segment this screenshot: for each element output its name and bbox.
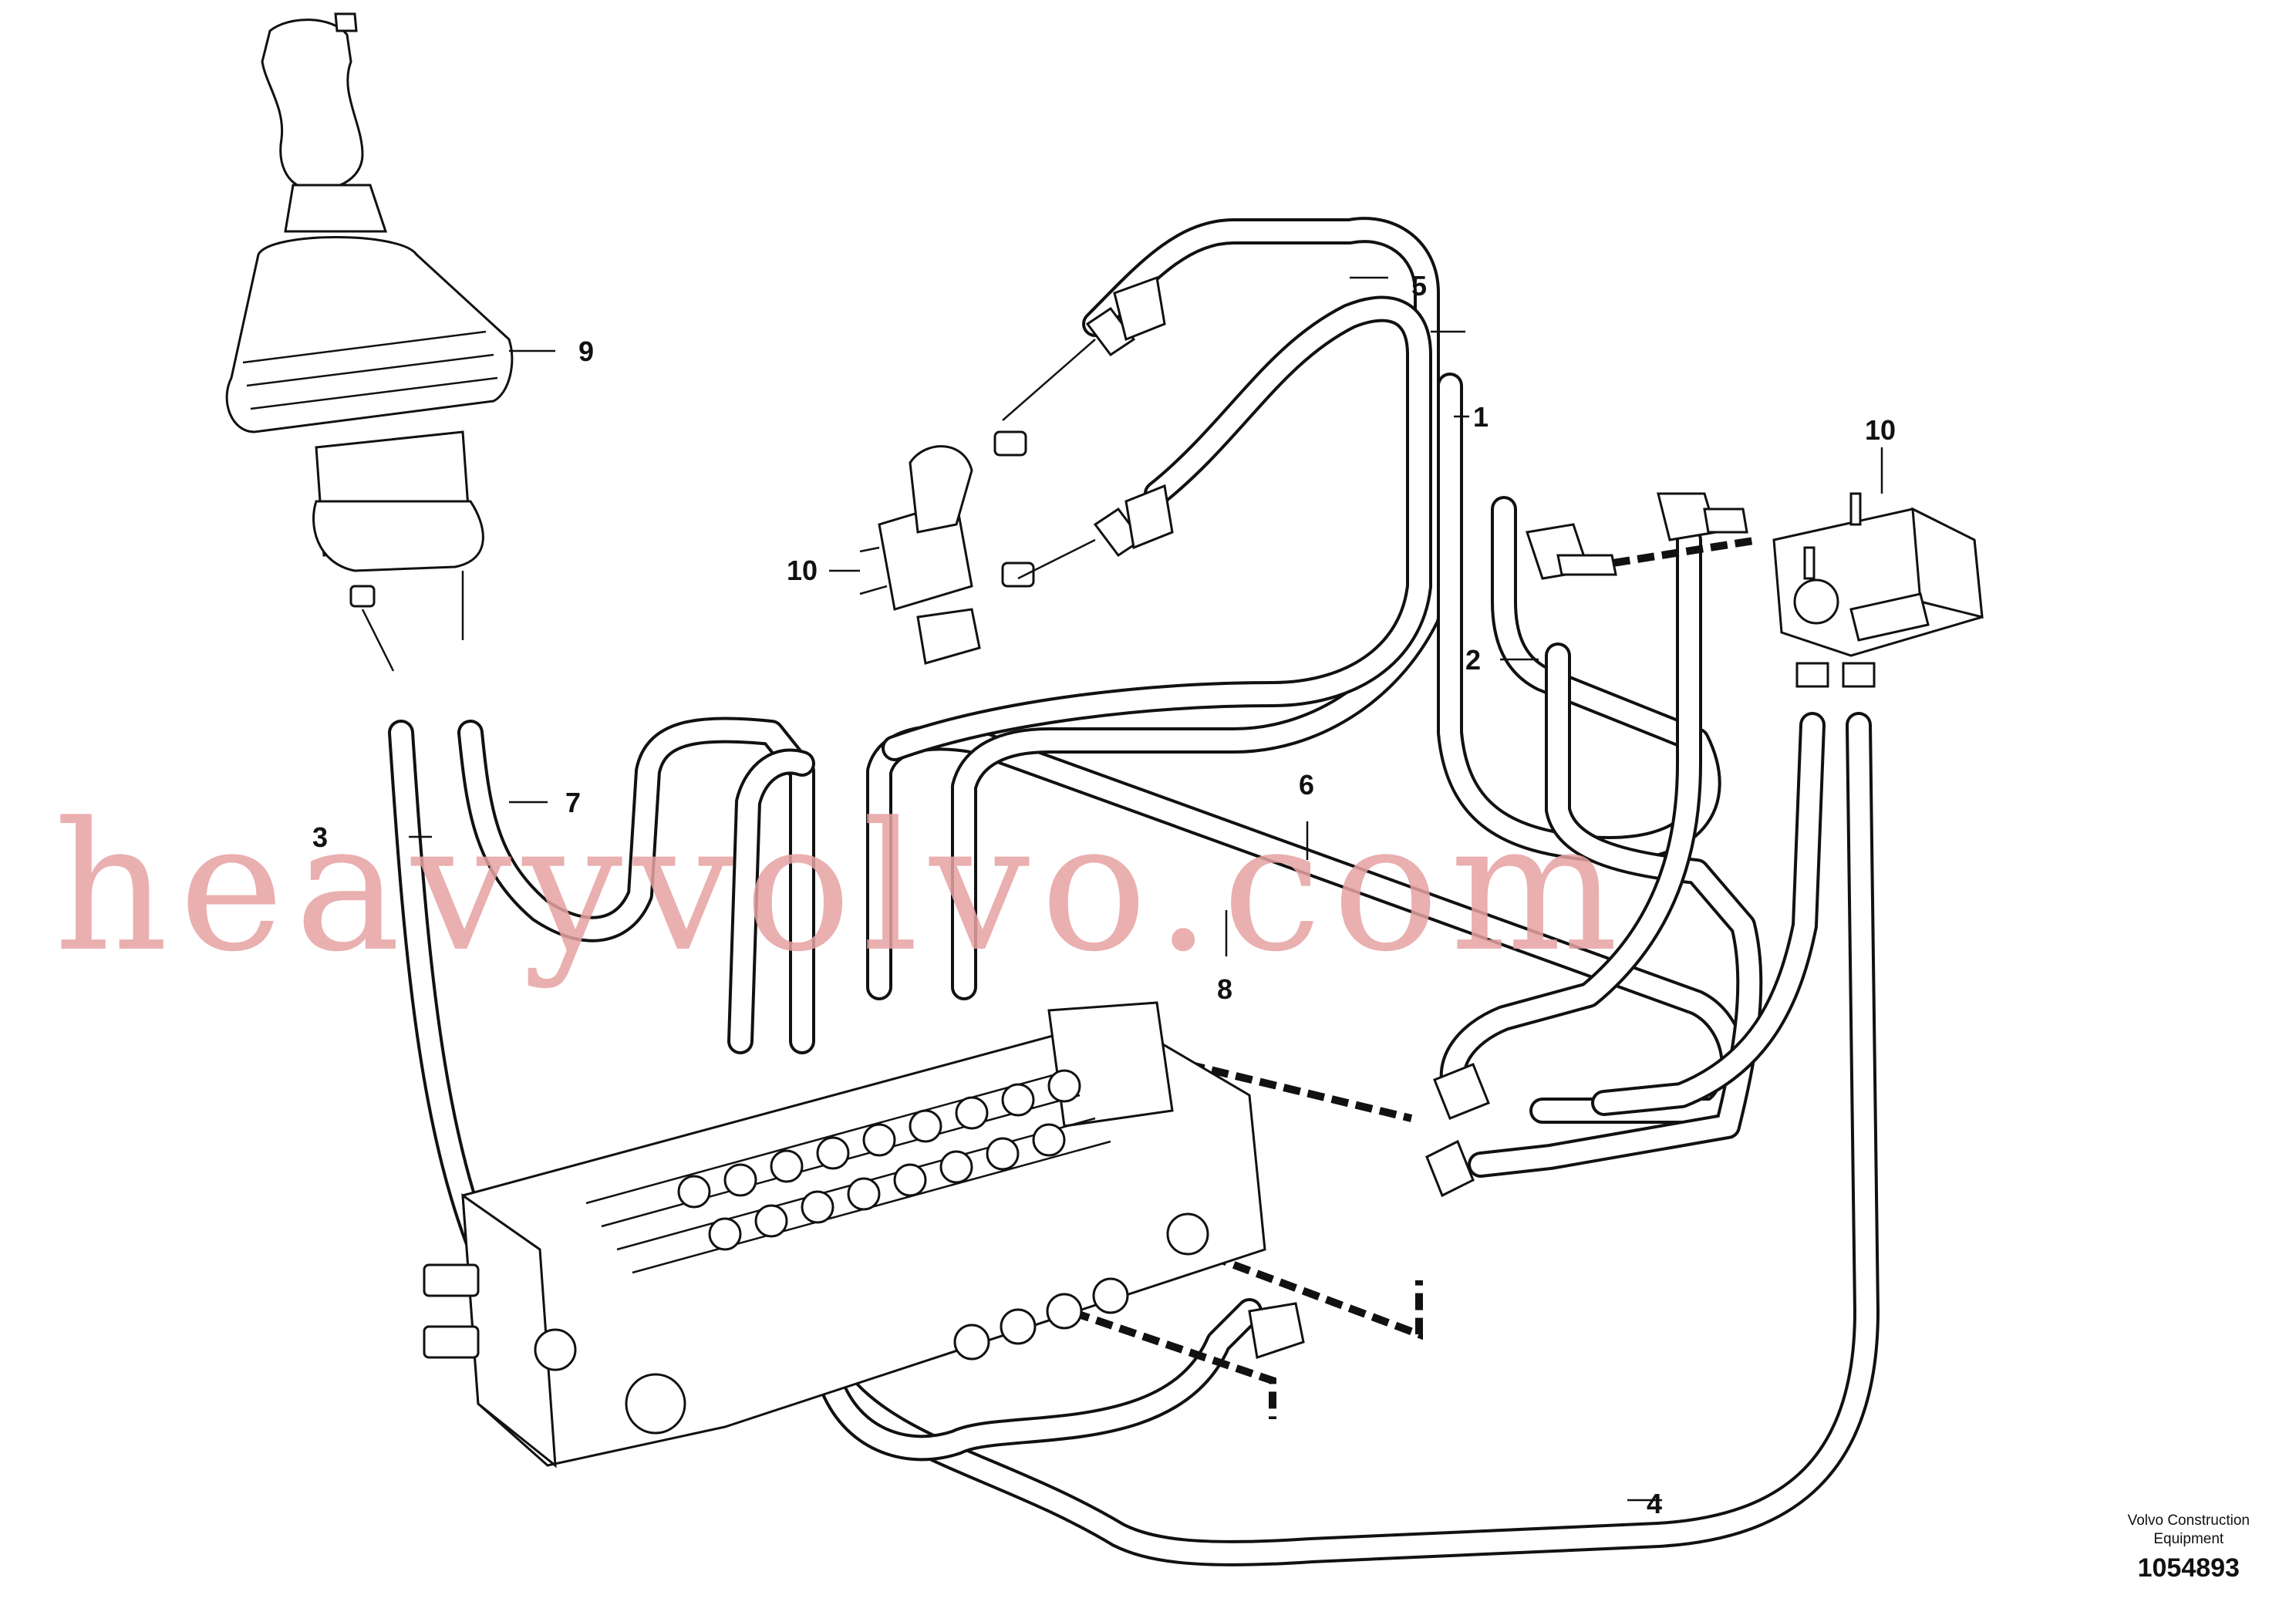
callout-9: 9 (578, 336, 594, 367)
callout-2: 2 (1465, 644, 1481, 676)
publisher-line-1: Volvo Construction (2127, 1512, 2250, 1529)
upper-fittings (1002, 275, 1174, 580)
callout-10-left: 10 (787, 555, 818, 586)
callout-10-right: 10 (1865, 414, 1896, 446)
control-valve-block (423, 1001, 1266, 1469)
valve-ports (677, 1069, 1129, 1361)
solenoid-valve-left (859, 430, 1035, 665)
drawing-number: 1054893 (2137, 1553, 2240, 1583)
callout-6: 6 (1299, 769, 1314, 801)
solenoid-valve-right (1772, 492, 1984, 688)
hydraulic-hoses (388, 217, 1880, 1566)
callout-1: 1 (1473, 401, 1489, 433)
callout-leaders (409, 276, 1883, 1502)
callout-7: 7 (565, 787, 581, 818)
right-elbow-fittings (1248, 492, 1748, 1359)
callout-4: 4 (1647, 1488, 1662, 1519)
joystick-control-lever (225, 12, 514, 672)
callout-3: 3 (312, 821, 328, 853)
callouts: 1 2 3 4 5 6 7 8 9 10 10 (312, 270, 1896, 1519)
callout-5: 5 (1411, 270, 1427, 302)
callout-8: 8 (1217, 973, 1232, 1005)
publisher-line-2: Equipment (2153, 1531, 2224, 1547)
publisher-block: Volvo Construction Equipment 1054893 (2128, 1512, 2250, 1583)
watermark-text: heavyvolvo.com (54, 785, 1629, 991)
